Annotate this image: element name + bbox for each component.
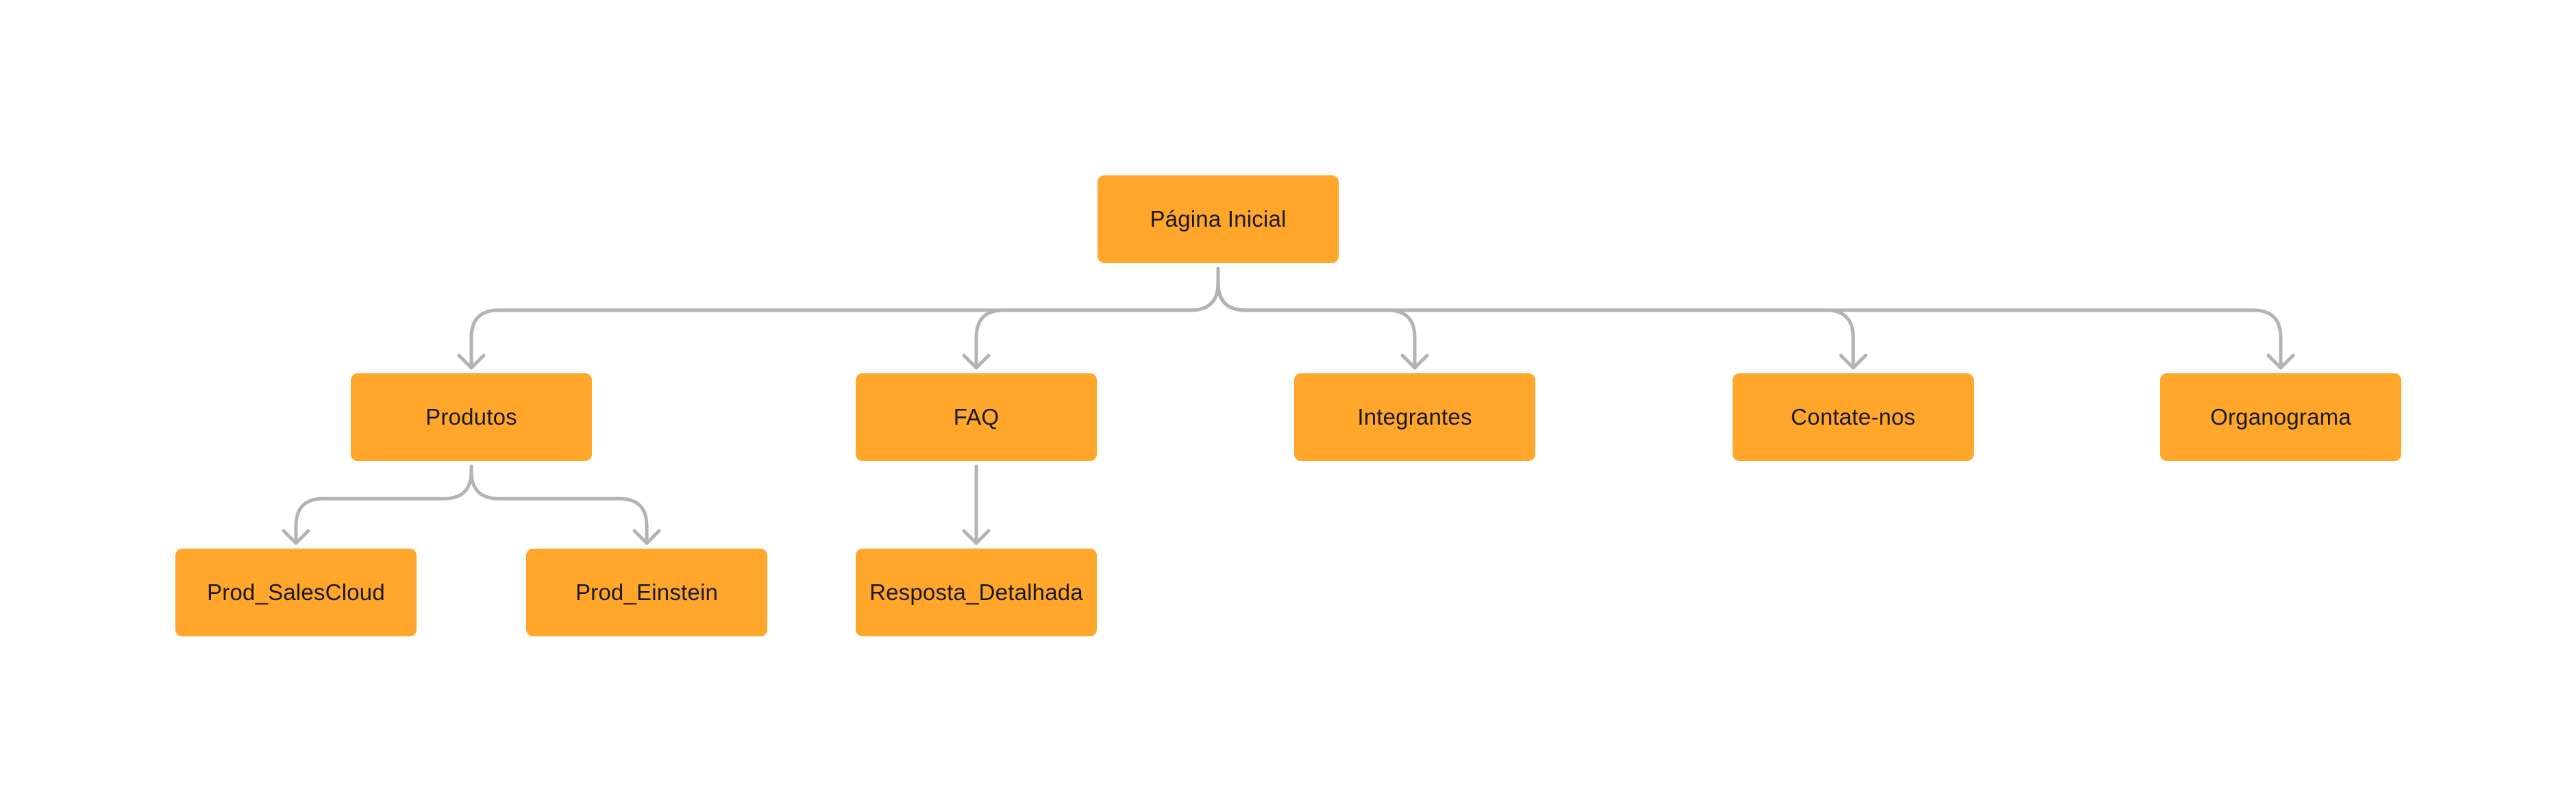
- node-organograma[interactable]: Organograma: [2160, 373, 2401, 461]
- connector-home-integrantes: [1216, 266, 1417, 370]
- node-label: Resposta_Detalhada: [869, 579, 1083, 605]
- connector-home-produtos: [469, 266, 1220, 370]
- arrowhead-icon: [962, 529, 991, 545]
- arrowhead-icon: [1839, 353, 1868, 370]
- arrowhead-icon: [2266, 353, 2295, 370]
- node-label: Prod_SalesCloud: [207, 579, 385, 605]
- arrowhead-icon: [457, 353, 486, 370]
- node-produtos[interactable]: Produtos: [351, 373, 592, 461]
- node-prod-salescloud[interactable]: Prod_SalesCloud: [175, 549, 417, 636]
- arrowhead-icon: [1400, 353, 1429, 370]
- arrowhead-icon: [282, 529, 310, 545]
- node-resposta-detalhada[interactable]: Resposta_Detalhada: [856, 549, 1097, 636]
- connector-home-contate: [1216, 266, 1855, 370]
- connector-home-organograma: [1216, 266, 2283, 370]
- node-pagina-inicial[interactable]: Página Inicial: [1098, 175, 1339, 263]
- node-label: Organograma: [2210, 404, 2351, 429]
- node-faq[interactable]: FAQ: [856, 373, 1097, 461]
- node-label: Prod_Einstein: [575, 579, 719, 605]
- node-prod-einstein[interactable]: Prod_Einstein: [526, 549, 767, 636]
- node-contate-nos[interactable]: Contate-nos: [1733, 373, 1974, 461]
- node-label: Integrantes: [1357, 404, 1472, 429]
- arrowhead-icon: [962, 353, 991, 370]
- node-label: Contate-nos: [1791, 404, 1916, 429]
- arrowhead-icon: [632, 529, 661, 545]
- node-label: Produtos: [425, 404, 517, 429]
- node-integrantes[interactable]: Integrantes: [1294, 373, 1535, 461]
- node-label: Página Inicial: [1150, 206, 1287, 232]
- connector-home-faq: [974, 266, 1220, 370]
- connector-produtos-salescloud: [294, 464, 473, 545]
- connector-produtos-einstein: [469, 464, 649, 545]
- node-label: FAQ: [953, 404, 1000, 429]
